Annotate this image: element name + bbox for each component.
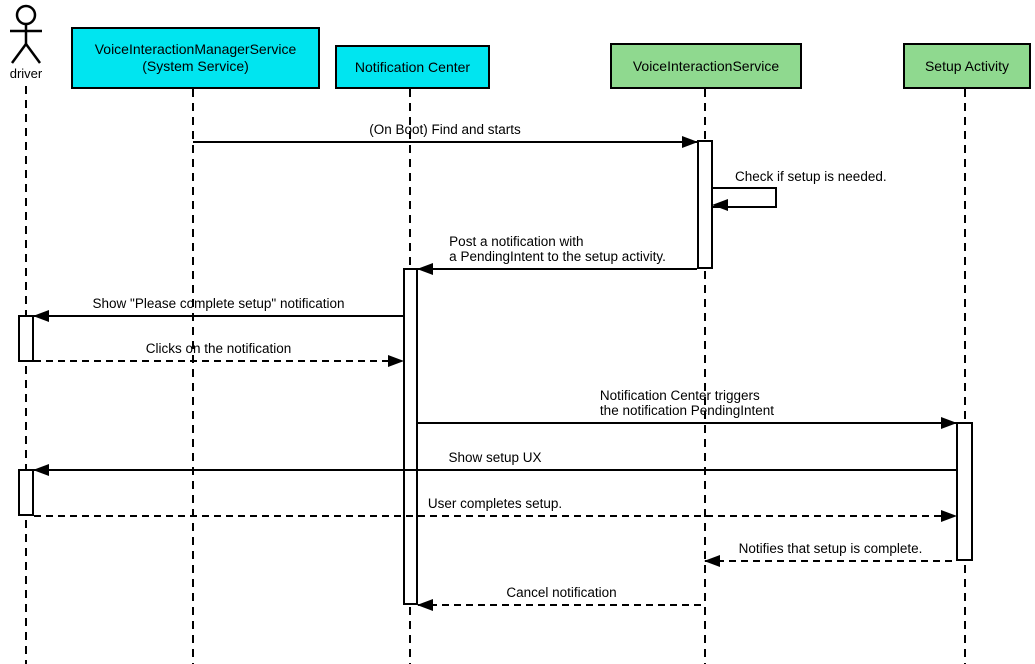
participant-label: Setup Activity: [924, 57, 1010, 74]
arrowhead-right-icon: [682, 136, 698, 148]
message-label-line: a PendingIntent to the setup activity.: [449, 249, 666, 264]
participant-box-voice-interaction-service: VoiceInteractionService: [610, 43, 802, 89]
arrowhead-left-icon: [417, 263, 433, 275]
participant-driver: driver: [2, 4, 50, 84]
activation-driver-2: [18, 469, 34, 516]
message-label: Show "Please complete setup" notificatio…: [92, 296, 345, 311]
message-clicks-notification: Clicks on the notification: [34, 341, 404, 367]
arrowhead-right-icon: [941, 417, 957, 429]
participant-label: Notification Center: [354, 58, 471, 75]
message-label: User completes setup.: [427, 496, 563, 511]
message-show-setup-notification: Show "Please complete setup" notificatio…: [33, 296, 403, 322]
message-label-line: Post a notification with: [449, 234, 584, 249]
lifeline-setup-activity: [964, 89, 966, 664]
arrowhead-left-icon: [33, 464, 49, 476]
message-label: Clicks on the notification: [145, 341, 292, 356]
participant-box-voice-interaction-manager-service: VoiceInteractionManagerService (System S…: [71, 27, 320, 89]
message-on-boot-find-and-starts: (On Boot) Find and starts: [193, 122, 698, 148]
message-label: Cancel notification: [506, 585, 617, 600]
participant-label-driver: driver: [9, 66, 43, 81]
message-label: Notifies that setup is complete.: [738, 541, 923, 556]
activation-notification-center: [403, 268, 418, 605]
participant-label: VoiceInteractionService: [632, 57, 780, 74]
message-label: Check if setup is needed.: [735, 169, 887, 184]
lifeline-driver: [25, 86, 27, 664]
message-label: (On Boot) Find and starts: [369, 122, 521, 137]
arrowhead-right-icon: [388, 355, 404, 367]
message-check-if-setup-is-needed: Check if setup is needed.: [712, 169, 887, 211]
message-notifies-setup-complete: Notifies that setup is complete.: [704, 541, 956, 567]
arrowhead-right-icon: [941, 510, 957, 522]
message-label: Post a notification with a PendingIntent…: [449, 234, 666, 264]
message-triggers-pending-intent: Notification Center triggers the notific…: [418, 388, 957, 429]
message-show-setup-ux: Show setup UX: [33, 450, 956, 476]
message-label-line: Notification Center triggers: [599, 388, 760, 403]
message-cancel-notification: Cancel notification: [417, 585, 705, 611]
message-post-notification: Post a notification with a PendingIntent…: [417, 234, 697, 275]
arrowhead-left-icon: [417, 599, 433, 611]
arrowhead-left-icon: [704, 555, 720, 567]
message-label: Show setup UX: [448, 450, 542, 465]
lifeline-voice-interaction-manager-service: [192, 89, 194, 664]
activation-driver-1: [18, 315, 34, 362]
participant-sublabel: (System Service): [142, 58, 249, 74]
lifeline-voice-interaction-service: [704, 89, 706, 664]
arrowhead-left-icon: [33, 310, 49, 322]
message-user-completes-setup: User completes setup.: [34, 496, 957, 522]
activation-voice-interaction-service: [697, 140, 713, 269]
arrowhead-left-icon: [712, 199, 728, 211]
participant-box-notification-center: Notification Center: [335, 45, 490, 89]
message-label: Notification Center triggers the notific…: [600, 388, 774, 418]
participant-label: VoiceInteractionManagerService: [94, 41, 297, 57]
participant-box-setup-activity: Setup Activity: [903, 43, 1031, 89]
activation-setup-activity: [956, 422, 973, 561]
actor-icon: [10, 4, 42, 64]
message-label-line: the notification PendingIntent: [599, 403, 775, 418]
